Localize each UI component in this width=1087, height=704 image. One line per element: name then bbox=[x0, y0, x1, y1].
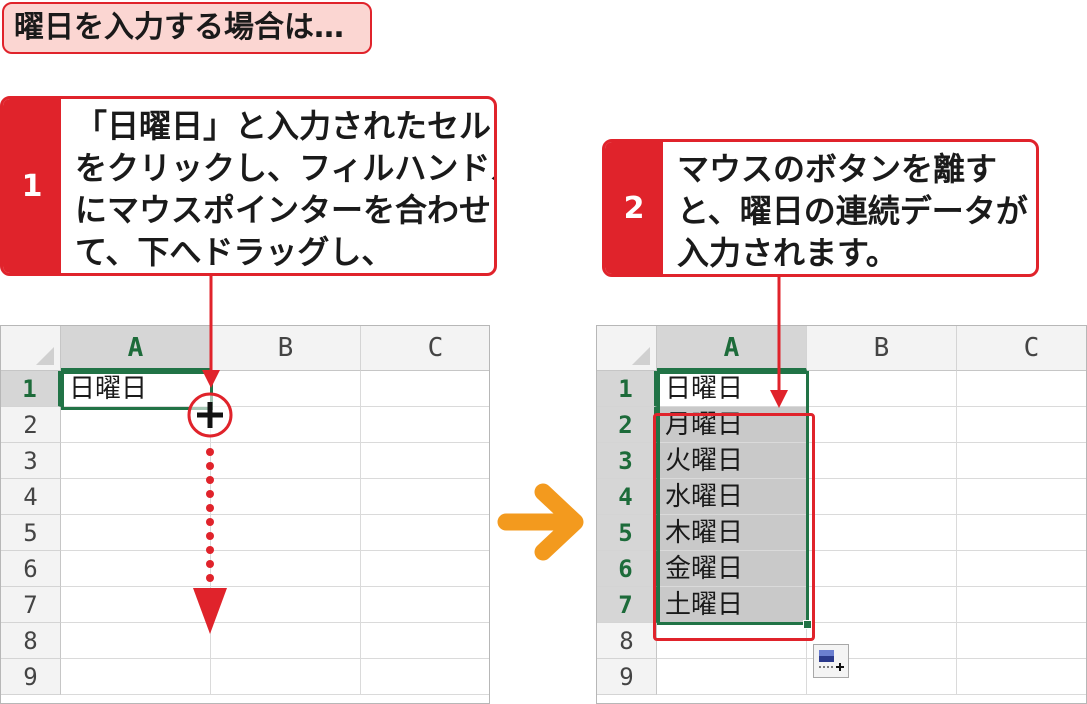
cell-c8[interactable] bbox=[957, 623, 1086, 659]
cell-c3[interactable] bbox=[361, 443, 489, 479]
select-all-corner[interactable] bbox=[1, 326, 61, 371]
selection-range-border bbox=[657, 371, 809, 625]
crosshair-plus-icon bbox=[187, 392, 233, 438]
step2-line: マウスのボタンを離す bbox=[677, 150, 998, 188]
step1-number: 1 bbox=[3, 99, 61, 273]
cell-c4[interactable] bbox=[957, 479, 1086, 515]
cell-a1[interactable]: 日曜日 bbox=[61, 371, 211, 407]
page-title: 曜日を入力する場合は… bbox=[2, 2, 372, 54]
cell-b3[interactable] bbox=[807, 443, 957, 479]
cell-b4[interactable] bbox=[211, 479, 361, 515]
cell-c2[interactable] bbox=[361, 407, 489, 443]
row-header-3[interactable]: 3 bbox=[1, 443, 61, 479]
column-header-c[interactable]: C bbox=[361, 326, 489, 371]
auto-fill-options-button[interactable] bbox=[813, 644, 849, 678]
cell-a6[interactable] bbox=[61, 551, 211, 587]
cell-c5[interactable] bbox=[957, 515, 1086, 551]
cell-b1[interactable] bbox=[211, 371, 361, 407]
step1-line: て、下へドラッグし、 bbox=[75, 233, 394, 271]
right-arrow-icon bbox=[497, 483, 584, 561]
cell-c7[interactable] bbox=[957, 587, 1086, 623]
auto-fill-options-icon bbox=[819, 650, 844, 671]
cell-c9[interactable] bbox=[361, 659, 489, 695]
cell-b5[interactable] bbox=[211, 515, 361, 551]
highlight-filled-range bbox=[653, 413, 815, 641]
cell-a3[interactable] bbox=[61, 443, 211, 479]
cell-b5[interactable] bbox=[807, 515, 957, 551]
column-header-c[interactable]: C bbox=[957, 326, 1086, 371]
cell-b6[interactable] bbox=[807, 551, 957, 587]
row-header-1[interactable]: 1 bbox=[597, 371, 657, 407]
cell-b1[interactable] bbox=[807, 371, 957, 407]
step1-callout: 1 「日曜日」と入力されたセル をクリックし、フィルハンドル にマウスポインター… bbox=[0, 96, 497, 276]
cell-b9[interactable] bbox=[807, 659, 957, 695]
row-header-2[interactable]: 2 bbox=[1, 407, 61, 443]
cell-b7[interactable] bbox=[211, 587, 361, 623]
cell-a1[interactable]: 日曜日 bbox=[657, 371, 807, 407]
cell-c1[interactable] bbox=[957, 371, 1086, 407]
cell-b3[interactable] bbox=[211, 443, 361, 479]
column-header-a[interactable]: A bbox=[657, 326, 807, 371]
cell-b6[interactable] bbox=[211, 551, 361, 587]
cell-c1[interactable] bbox=[361, 371, 489, 407]
cell-c6[interactable] bbox=[957, 551, 1086, 587]
cell-c2[interactable] bbox=[957, 407, 1086, 443]
cell-c7[interactable] bbox=[361, 587, 489, 623]
cell-b8[interactable] bbox=[211, 623, 361, 659]
step2-line: 入力されます。 bbox=[677, 234, 898, 272]
cell-b2[interactable] bbox=[807, 407, 957, 443]
cell-c9[interactable] bbox=[957, 659, 1086, 695]
dotted-down-arrow-icon bbox=[193, 448, 227, 634]
active-cell-border bbox=[61, 371, 213, 410]
cell-a8[interactable] bbox=[657, 623, 807, 659]
cell-c5[interactable] bbox=[361, 515, 489, 551]
cell-b7[interactable] bbox=[807, 587, 957, 623]
step2-number: 2 bbox=[605, 142, 663, 274]
step1-line: にマウスポインターを合わせ bbox=[75, 191, 492, 229]
row-header-6[interactable]: 6 bbox=[1, 551, 61, 587]
cell-c8[interactable] bbox=[361, 623, 489, 659]
step2-line: と、曜日の連続データが bbox=[677, 192, 1028, 230]
column-header-a[interactable]: A bbox=[61, 326, 211, 371]
step2-callout: 2 マウスのボタンを離す と、曜日の連続データが 入力されます。 bbox=[602, 139, 1039, 277]
select-all-corner[interactable] bbox=[597, 326, 657, 371]
cell-a4[interactable]: 水曜日 bbox=[657, 479, 807, 515]
cell-c6[interactable] bbox=[361, 551, 489, 587]
step1-connector-arrowhead bbox=[202, 370, 220, 388]
column-header-b[interactable]: B bbox=[807, 326, 957, 371]
row-header-8[interactable]: 8 bbox=[1, 623, 61, 659]
cell-b8[interactable] bbox=[807, 623, 957, 659]
row-header-5[interactable]: 5 bbox=[1, 515, 61, 551]
row-header-8[interactable]: 8 bbox=[597, 623, 657, 659]
column-header-b[interactable]: B bbox=[211, 326, 361, 371]
cell-b4[interactable] bbox=[807, 479, 957, 515]
cell-c3[interactable] bbox=[957, 443, 1086, 479]
step1-line: 「日曜日」と入力されたセル bbox=[75, 107, 492, 145]
cell-a8[interactable] bbox=[61, 623, 211, 659]
cell-a9[interactable] bbox=[61, 659, 211, 695]
row-header-1[interactable]: 1 bbox=[1, 371, 61, 407]
row-header-7[interactable]: 7 bbox=[597, 587, 657, 623]
step2-text: マウスのボタンを離す と、曜日の連続データが 入力されます。 bbox=[677, 148, 1030, 274]
cell-a6[interactable]: 金曜日 bbox=[657, 551, 807, 587]
row-header-9[interactable]: 9 bbox=[1, 659, 61, 695]
step2-connector-arrowhead bbox=[770, 390, 788, 408]
fill-handle[interactable] bbox=[803, 620, 812, 629]
cell-c4[interactable] bbox=[361, 479, 489, 515]
step1-text: 「日曜日」と入力されたセル をクリックし、フィルハンドル にマウスポインターを合… bbox=[75, 105, 497, 273]
cell-a9[interactable] bbox=[657, 659, 807, 695]
step1-line: をクリックし、フィルハンドル bbox=[75, 149, 497, 187]
row-header-4[interactable]: 4 bbox=[1, 479, 61, 515]
row-header-9[interactable]: 9 bbox=[597, 659, 657, 695]
row-header-7[interactable]: 7 bbox=[1, 587, 61, 623]
cell-b2[interactable] bbox=[211, 407, 361, 443]
cell-a5[interactable]: 木曜日 bbox=[657, 515, 807, 551]
row-header-5[interactable]: 5 bbox=[597, 515, 657, 551]
cell-b9[interactable] bbox=[211, 659, 361, 695]
